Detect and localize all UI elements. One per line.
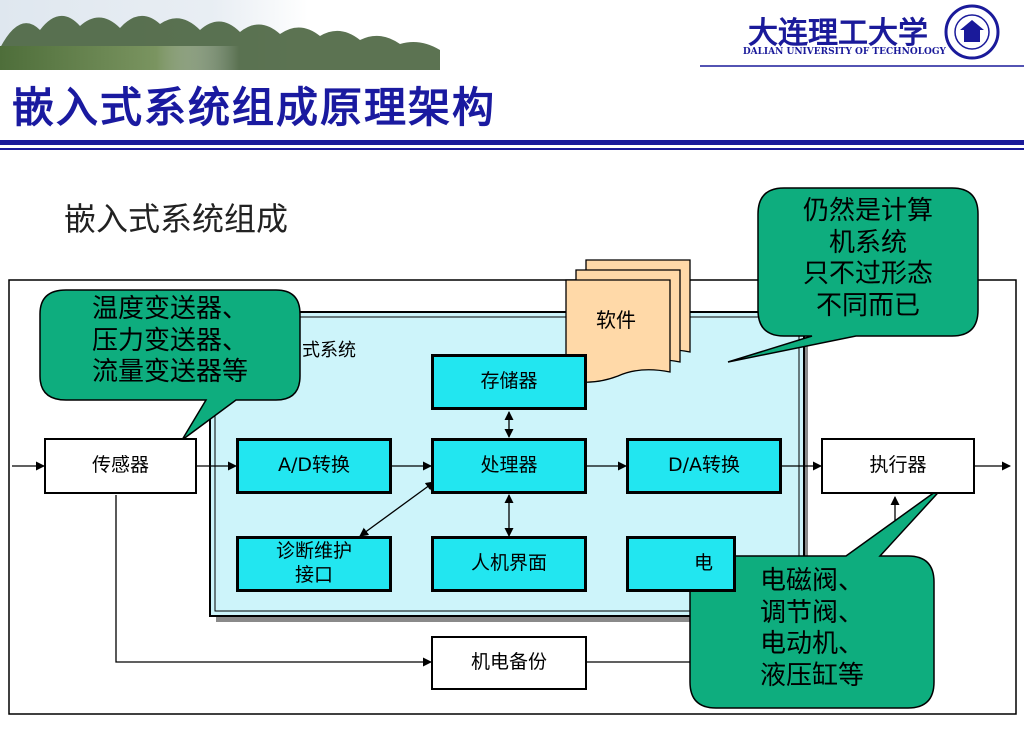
actuator-box: 执行器 bbox=[821, 438, 975, 494]
actuator-callout-text: 电磁阀、 调节阀、 电动机、 液压缸等 bbox=[759, 566, 864, 692]
storage-box: 存储器 bbox=[431, 354, 587, 410]
software-stack-icon bbox=[565, 259, 691, 383]
computing-callout-shape bbox=[727, 187, 979, 363]
university-seal-icon bbox=[944, 4, 1000, 60]
sensor-callout-shape bbox=[39, 289, 301, 441]
slide-title: 嵌入式系统组成原理架构 bbox=[12, 83, 497, 132]
ad-converter-box: A/D转换 bbox=[236, 438, 392, 494]
diagram-heading: 嵌入式系统组成 bbox=[64, 200, 289, 238]
hmi-box: 人机界面 bbox=[431, 536, 587, 592]
backup-path-line bbox=[115, 495, 432, 667]
header-banner bbox=[0, 0, 1024, 70]
partial-hidden-box: 电 bbox=[626, 536, 736, 592]
university-name-cn: 大连理工大学 bbox=[748, 16, 928, 51]
processor-box: 处理器 bbox=[431, 438, 587, 494]
sensor-callout-text: 温度变送器、 压力变送器、 流量变送器等 bbox=[91, 294, 248, 388]
university-name-en: DALIAN UNIVERSITY OF TECHNOLOGY bbox=[742, 47, 946, 57]
da-converter-box: D/A转换 bbox=[626, 438, 782, 494]
diag-interface-box: 诊断维护 接口 bbox=[236, 536, 392, 592]
title-rule bbox=[0, 140, 1024, 150]
computing-callout-text: 仍然是计算 机系统 只不过形态 不同而已 bbox=[802, 196, 933, 322]
sensor-box: 传感器 bbox=[44, 438, 197, 494]
processor-diag-link bbox=[359, 481, 435, 537]
software-label: 软件 bbox=[596, 308, 636, 332]
embedded-system-label: 式系统 bbox=[302, 340, 356, 361]
backup-box: 机电备份 bbox=[431, 636, 587, 690]
